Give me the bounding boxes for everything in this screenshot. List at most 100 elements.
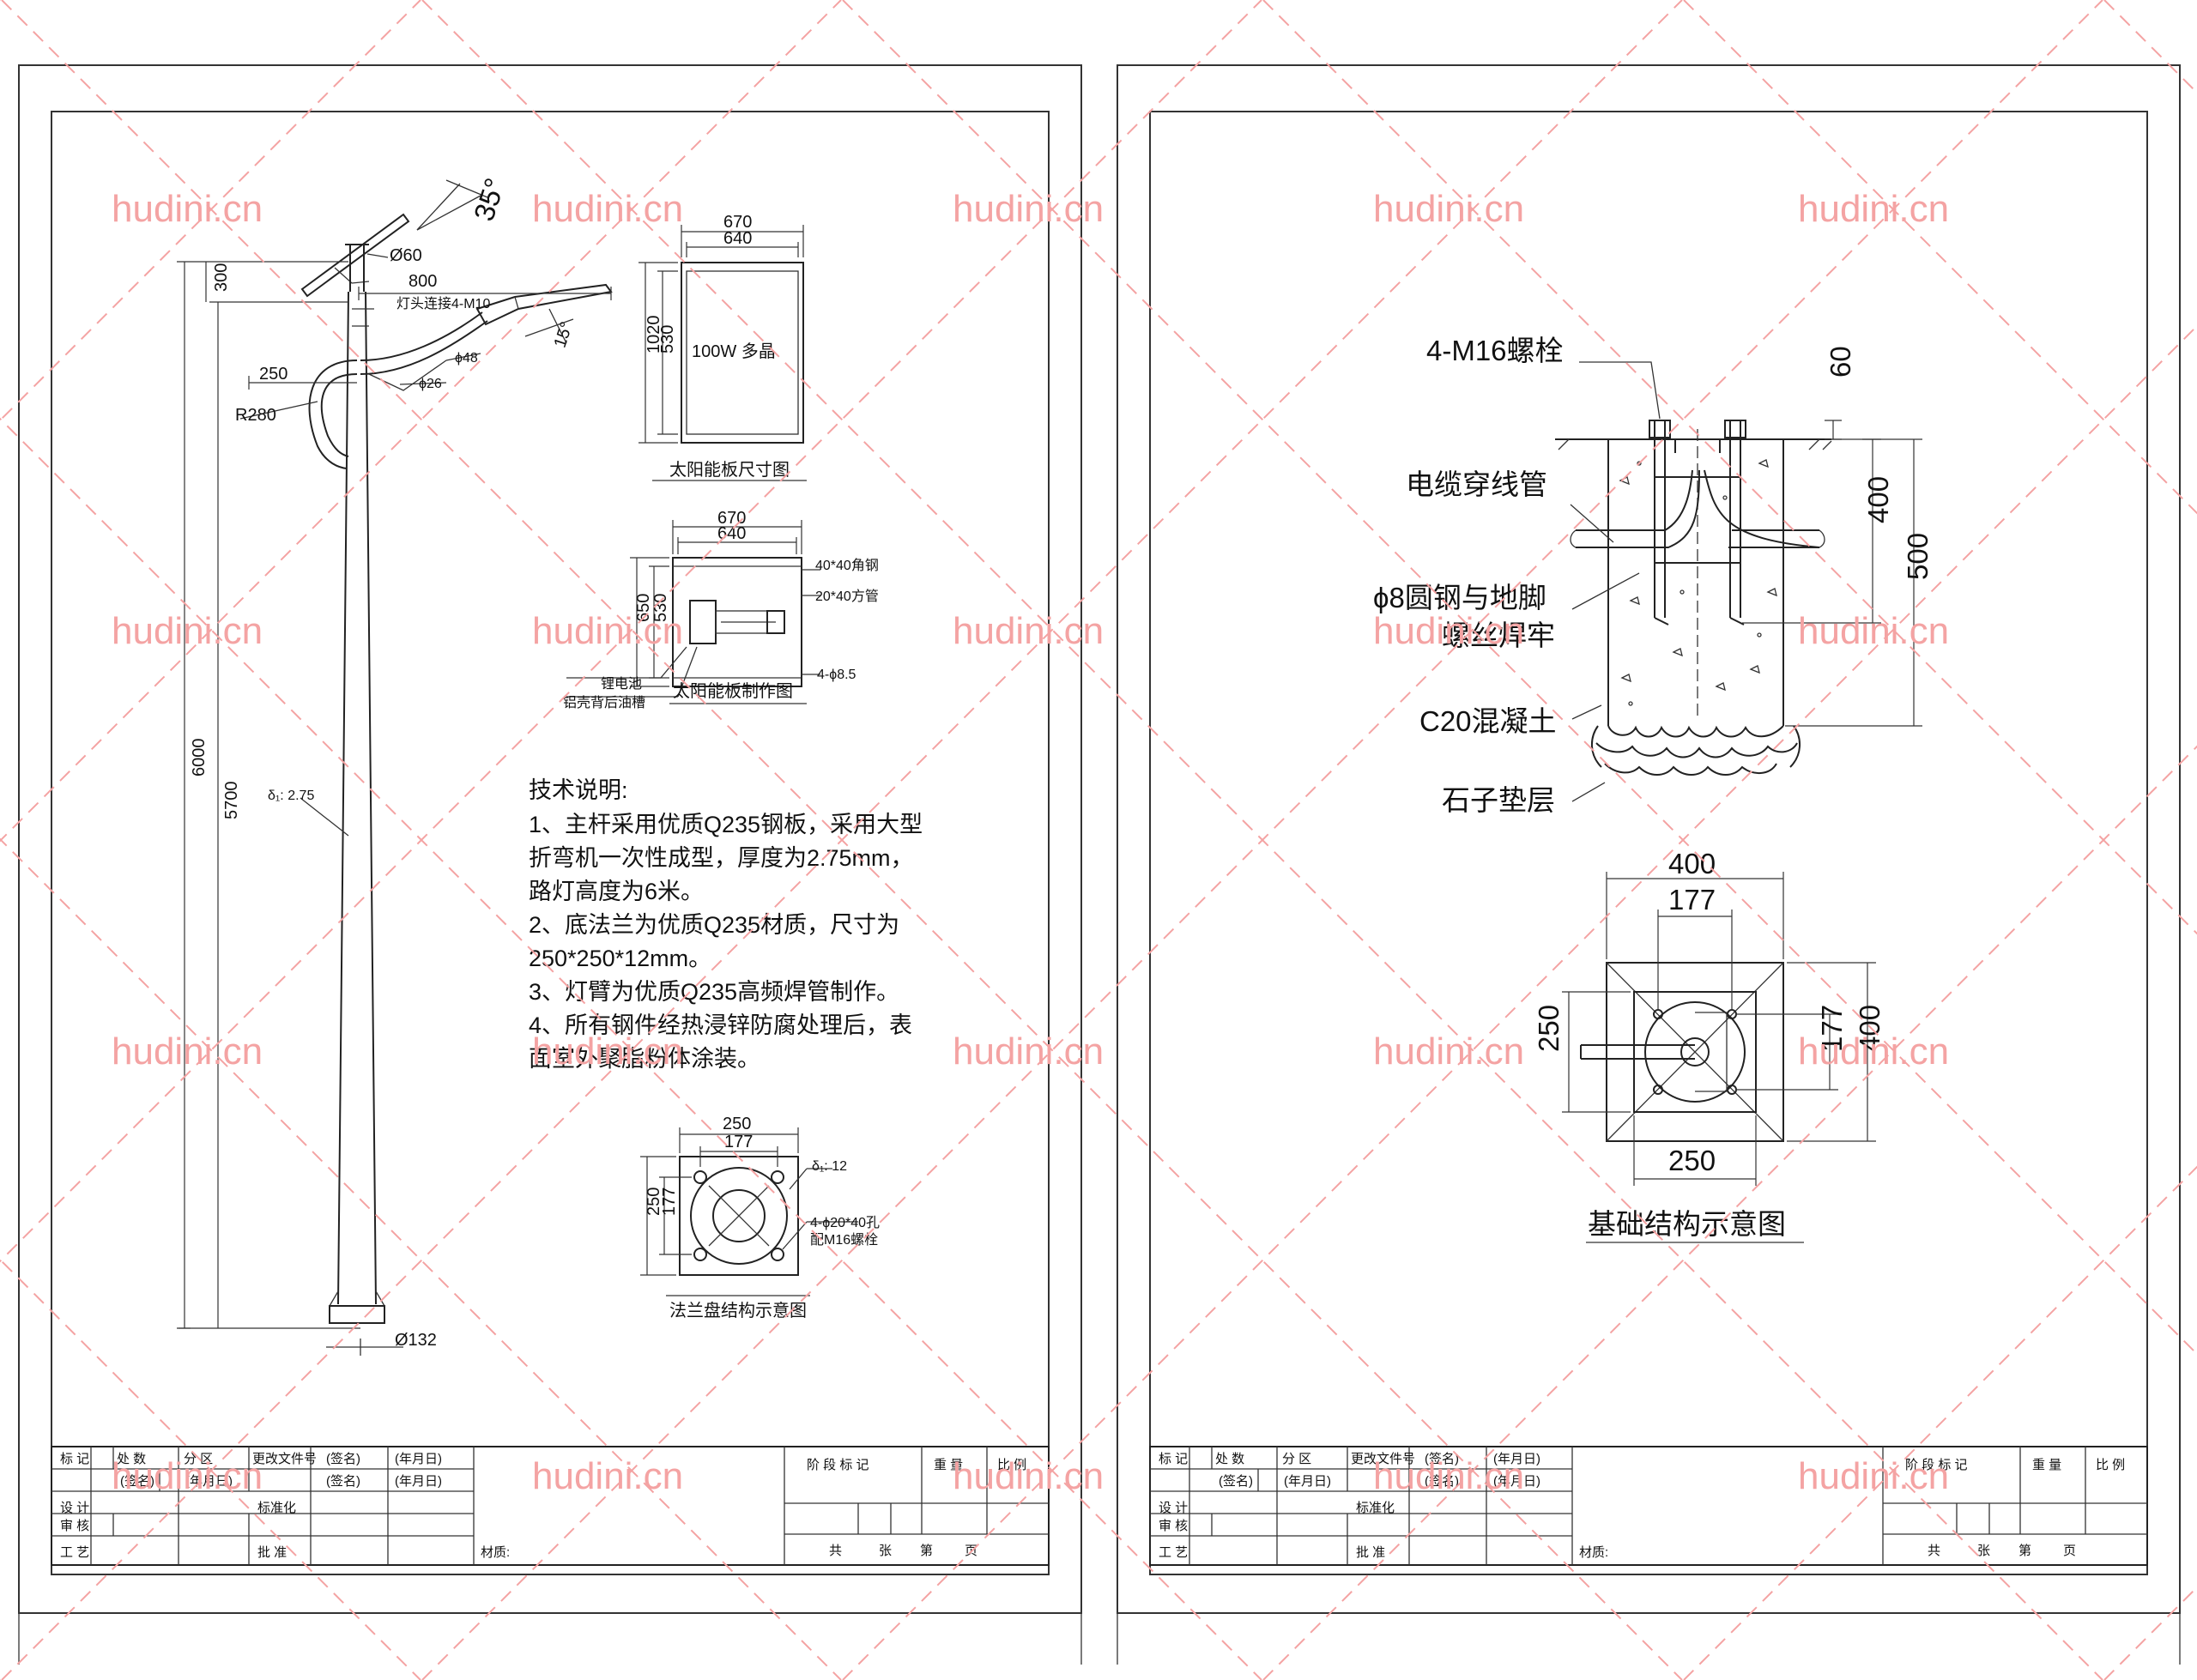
tb-l-r2-3: 标准化	[257, 1501, 296, 1515]
make-note-angle: 40*40角钢	[815, 558, 879, 573]
plan-h-outer: 400	[1854, 1005, 1885, 1052]
dia-top-label: Ø60	[390, 246, 422, 265]
watermark-line	[842, 0, 2197, 1356]
watermark-line	[2103, 0, 2197, 94]
plan-w-bottom: 250	[1668, 1145, 1716, 1176]
tech-notes: 技术说明: 1、主杆采用优质Q235钢板，采用大型 折弯机一次性成型，厚度为2.…	[529, 777, 923, 1072]
watermark-text: hudini.cn	[953, 1455, 1104, 1497]
tb-l-r4-1: 批 准	[257, 1545, 287, 1560]
tb-l-r1-5: (年月日)	[395, 1452, 442, 1466]
tech-line-1: 1、主杆采用优质Q235钢板，采用大型	[529, 812, 923, 837]
rebar-label-1: ϕ8圆钢与地脚	[1373, 582, 1546, 613]
watermark-line	[2103, 1586, 2197, 1680]
tb-l-r1r-0: 阶 段 标 记	[807, 1458, 869, 1472]
watermark-texts: hudini.cn hudini.cn hudini.cn hudini.cn hudi…	[112, 188, 1949, 1497]
watermark-text: hudini.cn	[953, 1030, 1104, 1073]
watermark-line	[1683, 0, 2197, 515]
plan-caption: 基础结构示意图	[1588, 1208, 1786, 1240]
flange-note-bolt: 配M16螺栓	[810, 1232, 878, 1248]
tb-r-r2-2: (年月日)	[1284, 1474, 1331, 1489]
dia-base-label: Ø132	[395, 1331, 437, 1350]
make-h-inner: 530	[651, 594, 670, 622]
panel-h-outer: 1020	[645, 316, 663, 354]
watermark-line	[1262, 0, 2197, 935]
tb-r-r2-0: 设 计	[1159, 1501, 1188, 1515]
panel-w-inner: 640	[723, 229, 752, 248]
dim-250-label: 250	[259, 365, 287, 384]
height-total-label: 6000	[190, 739, 209, 777]
tb-l-r1-4: (签名)	[326, 1452, 360, 1466]
tb-r-info-1: 张	[1977, 1544, 1990, 1558]
panel-size-view: 670 640 1020 530 100W 多晶 太阳能板尺寸图	[639, 213, 807, 481]
tb-l-info-1: 张	[879, 1544, 892, 1558]
watermark-line	[0, 0, 421, 422]
panel-h-inner: 530	[658, 325, 677, 354]
panel-make-view: 670 640 650 530 40*40角钢 20*40方管 4-ϕ8.5 锂…	[563, 509, 879, 710]
tb-r-r1-1: 处 数	[1215, 1452, 1244, 1466]
tb-r-r4-1: 批 准	[1356, 1545, 1385, 1560]
head-note-label: 灯头连接4-M10	[396, 296, 490, 311]
watermark-text: hudini.cn	[532, 1455, 683, 1497]
watermark-text: hudini.cn	[1373, 1030, 1524, 1073]
tb-l-r2-4: (签名)	[326, 1474, 360, 1489]
watermark-text: hudini.cn	[1373, 1455, 1524, 1497]
tb-r-r1r-0: 阶 段 标 记	[1905, 1458, 1968, 1472]
tb-l-info-0: 共	[829, 1544, 842, 1558]
watermark-text: hudini.cn	[1798, 1455, 1949, 1497]
tb-l-r3-0: 审 核	[60, 1519, 89, 1533]
tb-r-r2-1: (签名)	[1219, 1474, 1253, 1489]
make-note-back: 铝壳背后油槽	[563, 695, 645, 710]
tb-l-info-2: 第	[920, 1543, 933, 1558]
angle-top-label: 35°	[468, 174, 511, 225]
tech-line-4: 2、底法兰为优质Q235材质，尺寸为	[529, 912, 899, 938]
panel-make-caption: 太阳能板制作图	[673, 681, 793, 701]
watermark-line	[842, 324, 2197, 1680]
tb-l-r2-1: (签名)	[120, 1474, 154, 1489]
make-note-lock: 锂电池	[601, 676, 642, 692]
tb-r-r1-4: (签名)	[1425, 1452, 1459, 1466]
flange-note-hole: 4-ϕ20*40孔	[810, 1215, 880, 1230]
tb-r-r2-5: (年月日)	[1493, 1474, 1540, 1489]
watermark-text: hudini.cn	[953, 610, 1104, 652]
tb-r-r1r-2: 比 例	[2096, 1458, 2125, 1472]
watermark-text: hudini.cn	[112, 188, 263, 230]
tech-line-6: 3、灯臂为优质Q235高频焊管制作。	[529, 979, 899, 1005]
tech-line-5: 250*250*12mm。	[529, 946, 711, 971]
watermark-text: hudini.cn	[1373, 188, 1524, 230]
tb-r-info-2: 第	[2018, 1543, 2031, 1558]
make-w-inner: 640	[717, 524, 746, 543]
dim-400-label: 400	[1862, 476, 1894, 523]
plan-w-outer: 400	[1668, 848, 1716, 879]
tech-line-3: 路灯高度为6米。	[529, 879, 704, 904]
watermark-text: hudini.cn	[532, 188, 683, 230]
tb-l-r4-0: 工 艺	[60, 1545, 89, 1560]
watermark-text: hudini.cn	[1798, 188, 1949, 230]
dim-300-label: 300	[212, 263, 231, 292]
watermark-text: hudini.cn	[532, 610, 683, 652]
watermark-text: hudini.cn	[112, 610, 263, 652]
watermark-line	[1683, 1165, 2197, 1680]
watermark-text: hudini.cn	[1373, 610, 1524, 652]
tech-line-7: 4、所有钢件经热浸锌防腐处理后，表	[529, 1012, 912, 1038]
tb-l-r2-0: 设 计	[60, 1501, 89, 1515]
watermark-line	[1262, 745, 2197, 1680]
tb-l-r1r-2: 比 例	[997, 1458, 1026, 1472]
tb-r-info-3: 页	[2063, 1544, 2076, 1558]
make-h-outer: 650	[634, 594, 653, 622]
tb-r-r1-3: 更改文件号	[1351, 1452, 1415, 1466]
height-pole-label: 5700	[222, 782, 241, 820]
make-note-hole: 4-ϕ8.5	[817, 668, 856, 682]
bolt-label: 4-M16螺栓	[1426, 335, 1564, 366]
tech-line-8: 面室外聚脂粉体涂装。	[529, 1046, 760, 1072]
tb-r-r3-0: 审 核	[1159, 1519, 1188, 1533]
flange-w-outer: 250	[723, 1115, 751, 1133]
make-note-tube: 20*40方管	[815, 589, 879, 604]
watermark-line	[1, 0, 1683, 1680]
tb-l-r2-5: (年月日)	[395, 1474, 442, 1489]
panel-spec: 100W 多晶	[692, 341, 776, 361]
tb-l-r1-0: 标 记	[60, 1452, 89, 1466]
foundation-plan: 400 177 250 177 400 250 基础结构示意图	[1533, 848, 1885, 1243]
flange-thickness: δ₁: 12	[812, 1159, 847, 1174]
pole-elevation: 35° 15° Ø60 800 灯头连接4-M10 300 ϕ48 250 ϕ2…	[177, 174, 613, 1356]
